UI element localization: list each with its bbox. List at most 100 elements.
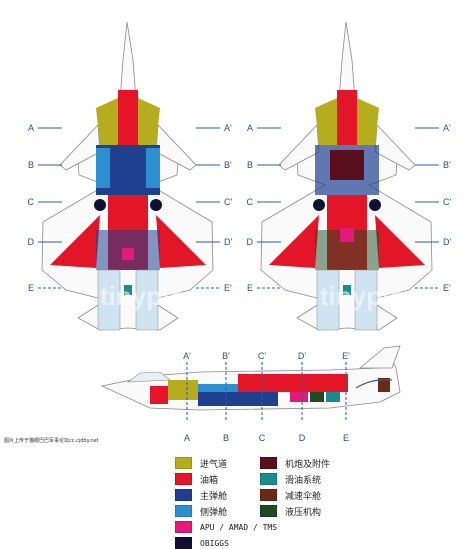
- side-view: [100, 345, 401, 411]
- canard-left-r: [155, 124, 197, 171]
- side-apu: [290, 392, 308, 402]
- obiggs-right-l: [313, 199, 325, 211]
- wing-fuel-right-2: [375, 215, 425, 268]
- side-section-bottom-label: C: [259, 433, 266, 443]
- section-label: D: [247, 237, 254, 247]
- fuel-tank-forward: [118, 90, 138, 145]
- legend-label: 进气道: [200, 459, 228, 470]
- watermark-text: tinypic: [320, 281, 404, 311]
- engine-right-a: [316, 269, 340, 331]
- side-vertical-tail: [358, 345, 401, 369]
- legend-left-item: APU / AMAD / TMS: [175, 521, 277, 533]
- watermark: tinypic tinypic: [100, 281, 404, 311]
- legend-label: 侧弹舱: [200, 507, 228, 518]
- wing-fuel-left-2: [269, 215, 319, 268]
- legend-label: APU / AMAD / TMS: [200, 522, 278, 532]
- side-view-section-lines: A'AB'BC'CD'DE'E: [183, 351, 350, 443]
- legend-label: 机炮及附件: [285, 459, 331, 470]
- section-label: E: [28, 283, 34, 293]
- legend-left-item: 油箱: [175, 473, 219, 486]
- top-view-right: [260, 21, 433, 331]
- gun-bay: [330, 150, 364, 180]
- legend-label: 主弹舱: [200, 491, 228, 502]
- side-weapons-bay-r: [146, 148, 160, 188]
- canard-left-l: [59, 124, 101, 171]
- side-side-bay: [198, 384, 238, 392]
- legend-left-item: 侧弹舱: [175, 505, 228, 518]
- legend-left-item: OBIGGS: [175, 537, 229, 549]
- legend-swatch: [260, 505, 277, 517]
- side-section-top-label: A': [183, 351, 191, 361]
- side-section-top-label: D': [298, 351, 306, 361]
- legend-left-item: 主弹舱: [175, 489, 228, 502]
- section-label: C: [28, 197, 35, 207]
- intake-zone-left: [96, 98, 120, 145]
- section-label: D: [28, 237, 35, 247]
- intake-zone-right-2: [355, 98, 379, 145]
- legend-swatch: [175, 537, 192, 549]
- section-label: E: [247, 283, 253, 293]
- side-main-bay: [198, 392, 278, 406]
- side-chute-bay: [378, 378, 390, 392]
- watermark-text: tinypic: [100, 281, 184, 311]
- section-label: C': [443, 197, 451, 207]
- legend-right-item: 机炮及附件: [260, 457, 331, 470]
- legend-swatch: [175, 505, 192, 517]
- oil-system-right: [343, 285, 351, 295]
- section-label: A': [443, 123, 451, 133]
- side-section-bottom-label: E: [343, 433, 349, 443]
- side-section-top-label: E': [342, 351, 350, 361]
- section-label: B: [28, 160, 34, 170]
- legend-swatch: [260, 473, 277, 485]
- section-label: E': [443, 283, 451, 293]
- side-section-bottom-label: D: [299, 433, 306, 443]
- legend-right-item: 减速伞舱: [260, 489, 322, 502]
- section-label: D': [443, 237, 451, 247]
- oil-system-left: [124, 285, 132, 295]
- side-oil: [326, 392, 340, 402]
- section-label: B': [443, 160, 451, 170]
- section-label: C: [247, 197, 254, 207]
- engine-left-b: [135, 269, 159, 331]
- legend-swatch: [175, 457, 192, 469]
- fuel-tank-forward-2: [337, 90, 357, 145]
- top-view-left: [41, 21, 214, 331]
- side-fuel-forward: [150, 386, 168, 404]
- side-section-bottom-label: B: [223, 433, 229, 443]
- side-weapons-bay-l: [96, 148, 110, 188]
- side-section-top-label: C': [258, 351, 266, 361]
- side-section-bottom-label: A: [184, 433, 190, 443]
- side-canopy: [127, 371, 171, 383]
- legend-swatch: [175, 473, 192, 485]
- obiggs-left-l: [94, 199, 106, 211]
- section-label: A: [247, 123, 253, 133]
- legend-swatch: [260, 457, 277, 469]
- obiggs-left-r: [150, 199, 162, 211]
- apu-zone-right: [340, 228, 354, 242]
- intake-zone-right: [136, 98, 160, 145]
- section-label: A: [28, 123, 34, 133]
- legend-label: 油箱: [200, 475, 219, 486]
- wing-fuel-left: [50, 215, 100, 268]
- legend-left-item: 进气道: [175, 457, 228, 470]
- apu-zone-left: [122, 248, 134, 260]
- legend-label: 液压机构: [285, 507, 322, 518]
- section-label: D': [224, 237, 232, 247]
- intake-zone-left-2: [315, 98, 339, 145]
- legend-swatch: [260, 489, 277, 501]
- side-intake: [168, 380, 198, 400]
- section-label: B': [224, 160, 232, 170]
- footnote: 图片上传于猫眼巴巴军事论坛cc.cjdby.net: [4, 438, 99, 444]
- side-fuel-central: [238, 374, 348, 392]
- canard-right-r: [374, 124, 416, 171]
- legend-right-item: 滑油系统: [260, 473, 321, 486]
- legend-label: 减速伞舱: [285, 491, 322, 502]
- obiggs-right-r: [369, 199, 381, 211]
- legend-label: OBIGGS: [200, 538, 229, 548]
- canard-right-l: [278, 124, 320, 171]
- section-label: E': [224, 283, 232, 293]
- engine-right-b: [354, 269, 378, 331]
- legend-swatch: [175, 521, 192, 533]
